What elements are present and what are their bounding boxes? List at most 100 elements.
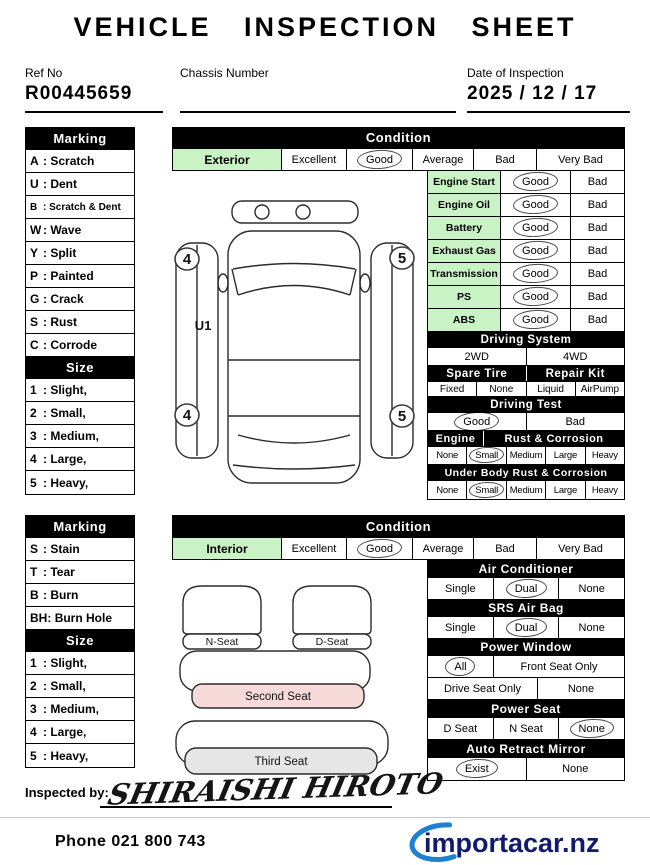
- check-good-cell: Good: [501, 286, 571, 308]
- srs-dual-circled: Dual: [512, 622, 541, 634]
- check-label: Battery: [428, 217, 501, 239]
- marking-code: B: [30, 201, 38, 213]
- check-bad-cell: Bad: [587, 268, 608, 280]
- check-row: Transmission Good Bad: [428, 263, 624, 286]
- size-code: 3: [30, 702, 37, 716]
- size-code: 1: [30, 383, 37, 397]
- spare-tire-title: Spare Tire: [428, 366, 527, 381]
- seat-labels: N-Seat D-Seat Second Seat Third Seat: [206, 636, 349, 768]
- power-seat-title: Power Seat: [428, 700, 624, 717]
- driving-test-bad: Bad: [565, 415, 586, 428]
- check-good-cell: Good: [501, 194, 571, 216]
- legend-row: S Rust: [26, 311, 134, 334]
- legend-row: 3Medium,: [26, 698, 134, 721]
- underbody-rust-row: None Small Medium Large Heavy: [428, 481, 624, 499]
- size-code: 2: [30, 679, 37, 693]
- ps-none-circled: None: [576, 723, 608, 735]
- rust-none: None: [428, 447, 468, 464]
- rust-small-circled: Small: [472, 450, 501, 461]
- check-good-circled: Good: [519, 314, 552, 326]
- exterior-checks-table: Engine Start Good Bad Engine Oil Good Ba…: [427, 170, 625, 500]
- n-seat-label-box: [182, 633, 262, 650]
- seats-diagram: N-Seat D-Seat Second Seat Third Seat: [175, 585, 389, 775]
- damage-mark: 4: [183, 251, 192, 268]
- ac-single: Single: [428, 578, 494, 599]
- size-label: Small,: [43, 679, 85, 693]
- legend-row: BHBurn Hole: [26, 607, 134, 630]
- marking-code: W: [30, 223, 42, 237]
- legend-row: YSplit: [26, 242, 134, 265]
- check-good-circled: Good: [519, 245, 552, 257]
- marking-code: BH: [30, 611, 48, 625]
- exterior-legend-table: Marking AScratch UDent BScratch & Dent W…: [25, 127, 135, 495]
- size-label: Heavy,: [43, 476, 88, 490]
- inspected-by-label: Inspected by:: [25, 785, 109, 800]
- legend-row: AScratch: [26, 150, 134, 173]
- d-seat-label-box: [292, 633, 372, 650]
- scale-bad: Bad: [474, 538, 537, 559]
- check-row: ABS Good Bad: [428, 309, 624, 332]
- engine-rust-title: Engine: [428, 431, 484, 446]
- car-outline: [175, 200, 414, 484]
- legend-row: 5Heavy,: [26, 744, 134, 767]
- ref-no-value: R00445659: [25, 83, 133, 104]
- marking-label: Stain: [43, 542, 79, 556]
- legend-row: 2Small,: [26, 402, 134, 425]
- driving-test-good-circled: Good: [460, 416, 493, 428]
- legend-row: BBurn: [26, 584, 134, 607]
- ref-no-field: Ref No R00445659: [25, 66, 163, 113]
- n-seat-label: N-Seat: [206, 636, 239, 648]
- scale-good-circled: Good: [363, 543, 396, 555]
- scale-very-bad: Very Bad: [558, 542, 603, 555]
- auto-retract-mirror-title: Auto Retract Mirror: [428, 740, 624, 757]
- marking-code: U: [30, 177, 39, 191]
- logo-swoosh: [409, 822, 457, 863]
- engine-rust-row: None Small Medium Large Heavy: [428, 447, 624, 465]
- second-seat-label: Second Seat: [245, 691, 312, 703]
- marking-label: Corrode: [43, 338, 97, 352]
- check-bad-cell: Bad: [587, 245, 608, 257]
- driving-system-title: Driving System: [428, 332, 624, 347]
- driving-system-4wd: 4WD: [563, 350, 588, 363]
- mirror-none: None: [562, 763, 589, 775]
- size-code: 4: [30, 725, 37, 739]
- check-good-cell: Good: [501, 309, 571, 331]
- interior-scale-row: Interior Excellent Good Average Bad Very…: [172, 537, 625, 560]
- check-row: Exhaust Gas Good Bad: [428, 240, 624, 263]
- rust-small: Small: [467, 447, 507, 464]
- spare-tire-fixed: Fixed: [428, 382, 478, 396]
- legend-row: 4Large,: [26, 448, 134, 471]
- driving-system-2wd: 2WD: [428, 348, 527, 365]
- repair-kit-airpump: AirPump: [580, 383, 620, 395]
- legend-row: 1Slight,: [26, 379, 134, 402]
- size-label: Slight,: [43, 656, 87, 670]
- phone-number: Phone 021 800 743: [55, 833, 206, 850]
- d-seat-shape: [292, 585, 372, 635]
- scale-average: Average: [413, 149, 474, 170]
- interior-condition-title: Condition: [172, 515, 625, 537]
- check-row: PS Good Bad: [428, 286, 624, 309]
- check-good-circled: Good: [519, 222, 552, 234]
- marking-label: Wave: [43, 223, 81, 237]
- legend-row: BScratch & Dent: [26, 196, 134, 219]
- driving-test-good: Good: [428, 413, 527, 430]
- ac-none: None: [578, 582, 605, 595]
- car-damage-marks: 4 4 5 5 U1: [174, 246, 415, 428]
- check-bad-cell: Bad: [587, 199, 608, 211]
- rust-none: None: [428, 481, 468, 499]
- marking-label: Scratch: [43, 154, 94, 168]
- footer-divider: [0, 817, 650, 818]
- check-good-circled: Good: [519, 291, 552, 303]
- inspection-date-label: Date of Inspection: [467, 66, 564, 80]
- damage-mark: U1: [195, 318, 212, 333]
- marking-label: Rust: [43, 315, 77, 329]
- marking-code: S: [30, 315, 39, 329]
- underbody-rust-title: Under Body Rust & Corrosion: [428, 465, 624, 480]
- legend-row: WWave: [26, 219, 134, 242]
- pw-drive-seat-only: Drive Seat Only: [428, 678, 538, 699]
- marking-code: T: [30, 565, 38, 579]
- exterior-condition-title: Condition: [172, 127, 625, 148]
- spare-tire-none: None: [477, 382, 527, 396]
- legend-row: TTear: [26, 561, 134, 584]
- ps-n-seat: N Seat: [494, 718, 560, 739]
